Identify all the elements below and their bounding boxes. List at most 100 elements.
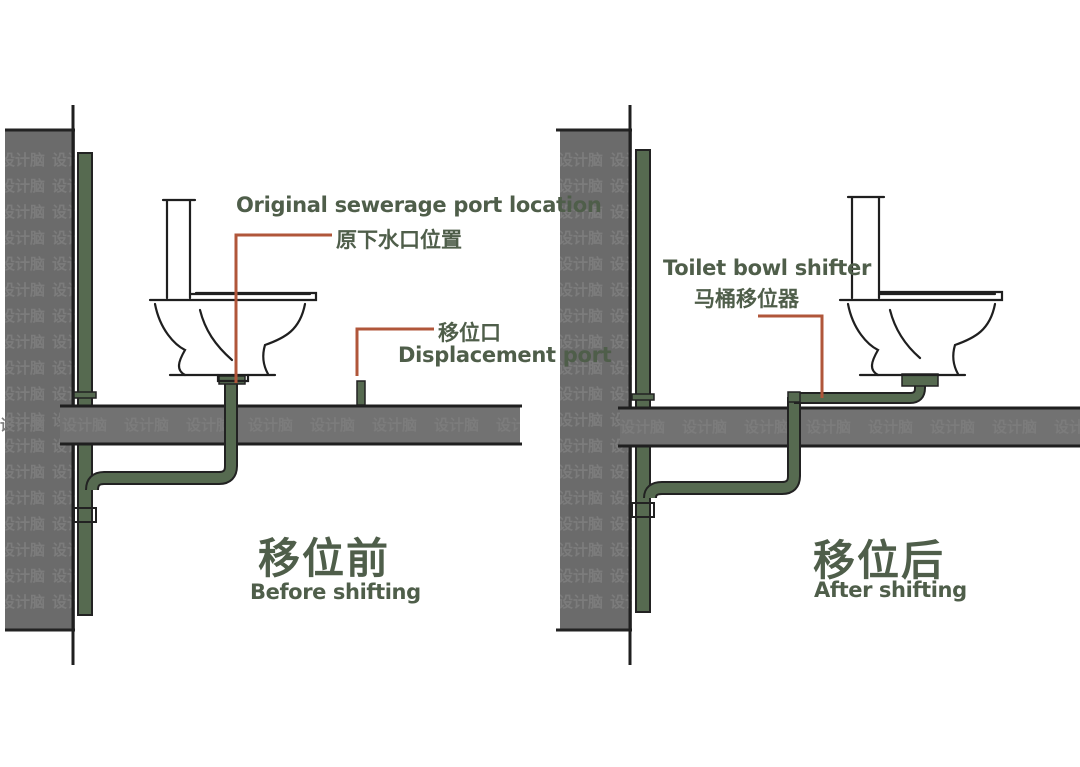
- watermark-text: 设计脑: [52, 307, 97, 325]
- after-wall-watermark: 设计脑设计脑设计脑设计脑设计脑设计脑设计脑设计脑设计脑设计脑设计脑设计脑设计脑设…: [558, 151, 655, 611]
- displacement-port-label-cn: 移位口: [438, 321, 501, 345]
- watermark-text: 设计脑: [52, 541, 97, 559]
- after-title-en: After shifting: [814, 578, 967, 602]
- displacement-port-label-en: Displacement port: [398, 343, 612, 367]
- watermark-text: 设计脑: [0, 151, 45, 169]
- after-panel: 设计脑设计脑设计脑设计脑设计脑设计脑设计脑设计脑设计脑设计脑设计脑设计脑设计脑设…: [556, 105, 1080, 665]
- watermark-text: 设计脑: [558, 437, 603, 455]
- displacement-port-leader: [355, 327, 434, 376]
- watermark-text: 设计脑: [610, 463, 655, 481]
- watermark-text: 设计脑: [610, 333, 655, 351]
- before-slab-watermark: 设计脑设计脑设计脑设计脑设计脑设计脑设计脑设计脑设计脑: [0, 416, 541, 434]
- watermark-text: 设计脑: [558, 203, 603, 221]
- watermark-text: 设计脑: [558, 177, 603, 195]
- watermark-text: 设计脑: [0, 489, 45, 507]
- before-wall: [5, 130, 75, 630]
- watermark-text: 设计脑: [744, 418, 789, 436]
- watermark-text: 设计脑: [0, 593, 45, 611]
- watermark-text: 设计脑: [0, 515, 45, 533]
- after-stack-pipe: [635, 149, 651, 613]
- watermark-text: 设计脑: [0, 567, 45, 585]
- original-port-label-en: Original sewerage port location: [236, 193, 602, 217]
- watermark-text: 设计脑: [610, 281, 655, 299]
- watermark-text: 设计脑: [558, 385, 603, 403]
- original-port-label-cn: 原下水口位置: [336, 228, 462, 252]
- watermark-text: 设计脑: [558, 229, 603, 247]
- watermark-text: 设计脑: [52, 385, 97, 403]
- watermark-text: 设计脑: [52, 281, 97, 299]
- after-title-cn: 移位后: [813, 536, 946, 585]
- watermark-text: 设计脑: [52, 203, 97, 221]
- watermark-text: 设计脑: [52, 593, 97, 611]
- after-wall: [560, 130, 632, 630]
- watermark-text: 设计脑: [52, 463, 97, 481]
- watermark-text: 设计脑: [496, 416, 541, 434]
- before-floor-slab: [60, 406, 520, 444]
- watermark-text: 设计脑: [0, 416, 45, 434]
- watermark-text: 设计脑: [806, 418, 851, 436]
- watermark-text: 设计脑: [610, 151, 655, 169]
- watermark-text: 设计脑: [0, 307, 45, 325]
- watermark-text: 设计脑: [52, 359, 97, 377]
- watermark-text: 设计脑: [0, 437, 45, 455]
- watermark-text: 设计脑: [0, 203, 45, 221]
- watermark-text: 设计脑: [558, 411, 603, 429]
- watermark-text: 设计脑: [558, 489, 603, 507]
- watermark-text: 设计脑: [558, 151, 603, 169]
- watermark-text: 设计脑: [0, 255, 45, 273]
- original-port-leader: [234, 233, 332, 383]
- watermark-text: 设计脑: [52, 177, 97, 195]
- watermark-text: 设计脑: [52, 489, 97, 507]
- watermark-text: 设计脑: [610, 515, 655, 533]
- watermark-text: 设计脑: [610, 177, 655, 195]
- shifter-leader: [758, 314, 824, 398]
- before-toilet: [148, 198, 318, 383]
- watermark-text: 设计脑: [558, 307, 603, 325]
- after-toilet: [838, 195, 1004, 377]
- watermark-text: 设计脑: [558, 255, 603, 273]
- watermark-text: 设计脑: [558, 541, 603, 559]
- watermark-text: 设计脑: [610, 541, 655, 559]
- displacement-port-stub: [356, 380, 366, 406]
- watermark-text: 设计脑: [558, 333, 603, 351]
- watermark-text: 设计脑: [610, 567, 655, 585]
- watermark-text: 设计脑: [124, 416, 169, 434]
- watermark-text: 设计脑: [52, 333, 97, 351]
- watermark-text: 设计脑: [0, 333, 45, 351]
- before-title-en: Before shifting: [250, 580, 421, 604]
- watermark-text: 设计脑: [558, 593, 603, 611]
- watermark-text: 设计脑: [610, 385, 655, 403]
- watermark-text: 设计脑: [186, 416, 231, 434]
- watermark-text: 设计脑: [558, 359, 603, 377]
- before-title-cn: 移位前: [258, 534, 391, 583]
- watermark-text: 设计脑: [610, 593, 655, 611]
- watermark-text: 设计脑: [610, 359, 655, 377]
- watermark-text: 设计脑: [52, 515, 97, 533]
- watermark-text: 设计脑: [558, 463, 603, 481]
- watermark-text: 设计脑: [1054, 418, 1080, 436]
- watermark-text: 设计脑: [52, 151, 97, 169]
- watermark-text: 设计脑: [558, 515, 603, 533]
- watermark-text: 设计脑: [992, 418, 1037, 436]
- watermark-text: 设计脑: [52, 567, 97, 585]
- watermark-text: 设计脑: [610, 307, 655, 325]
- watermark-text: 设计脑: [248, 416, 293, 434]
- watermark-text: 设计脑: [610, 255, 655, 273]
- watermark-text: 设计脑: [610, 203, 655, 221]
- watermark-text: 设计脑: [610, 229, 655, 247]
- watermark-text: 设计脑: [0, 229, 45, 247]
- watermark-text: 设计脑: [620, 418, 665, 436]
- watermark-text: 设计脑: [310, 416, 355, 434]
- watermark-text: 设计脑: [0, 411, 45, 429]
- before-panel: 设计脑设计脑设计脑设计脑设计脑设计脑设计脑设计脑设计脑设计脑设计脑设计脑设计脑设…: [0, 105, 541, 665]
- watermark-text: 设计脑: [0, 359, 45, 377]
- watermark-text: 设计脑: [868, 418, 913, 436]
- watermark-text: 设计脑: [0, 541, 45, 559]
- watermark-text: 设计脑: [558, 281, 603, 299]
- watermark-text: 设计脑: [52, 255, 97, 273]
- watermark-text: 设计脑: [682, 418, 727, 436]
- watermark-text: 设计脑: [930, 418, 975, 436]
